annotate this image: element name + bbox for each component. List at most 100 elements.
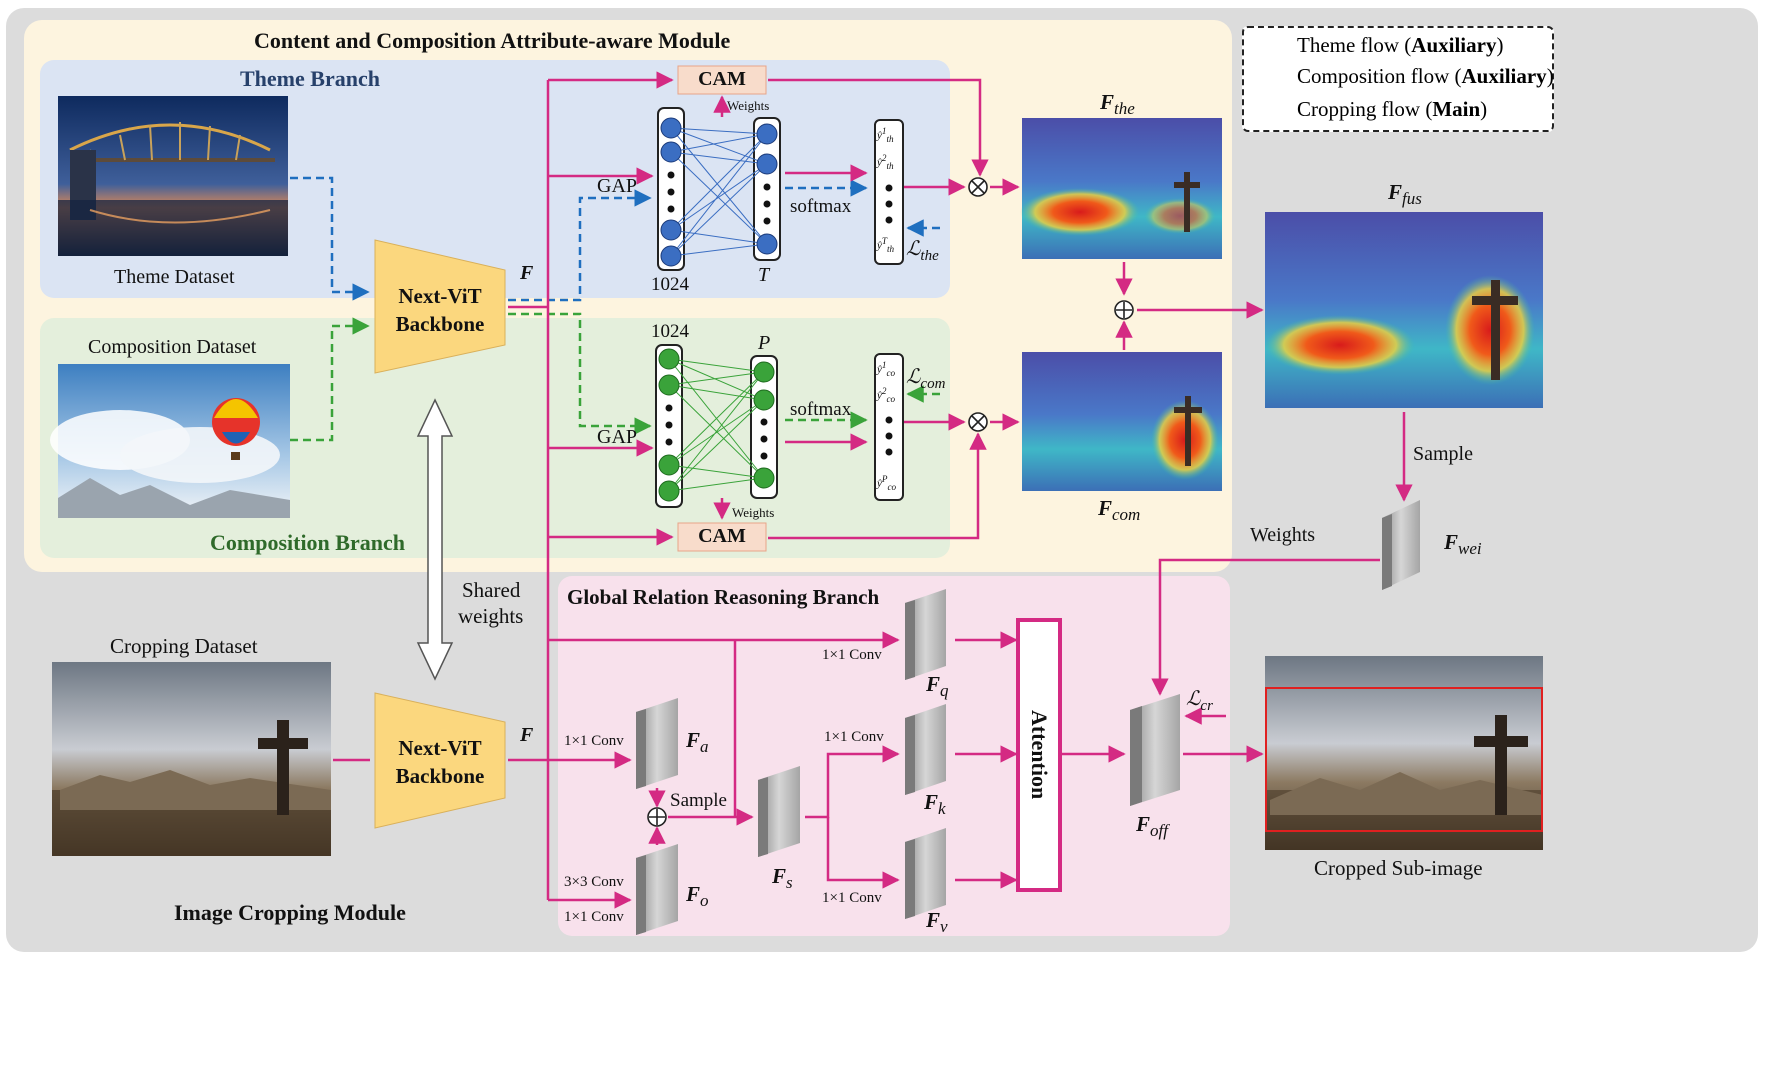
theme-dataset-image — [58, 96, 288, 256]
image-cropping-module-title: Image Cropping Module — [174, 900, 406, 925]
softmax-outputs — [874, 119, 904, 501]
loss-cropping-sub: cr — [1200, 698, 1213, 714]
feature-off-sub: off — [1150, 821, 1168, 841]
feature-wei-label: Fwei — [1444, 530, 1482, 559]
legend-composition-flow-label: Composition flow — [1297, 64, 1450, 88]
softmax-label-theme: softmax — [790, 196, 852, 217]
feature-o-label: Fo — [686, 882, 709, 911]
feature-s-sub: s — [786, 873, 793, 893]
cropped-sub-image-label: Cropped Sub-image — [1314, 856, 1483, 880]
feature-wei-sub: wei — [1458, 539, 1482, 559]
theme-dataset-label: Theme Dataset — [114, 266, 235, 288]
heatmap-theme — [1020, 118, 1222, 259]
feature-o-sub: o — [700, 891, 709, 911]
cam-box-top — [677, 65, 767, 95]
cam-label-top: CAM — [698, 68, 746, 90]
conv-label-k: 1×1 Conv — [824, 729, 884, 745]
fc-layers-theme — [657, 107, 781, 271]
output-th-t-sup: T — [881, 236, 887, 246]
output-co-1-sub: co — [886, 367, 896, 378]
output-co-2-sup: 2 — [881, 386, 887, 396]
shared-weights-arrow — [416, 398, 454, 681]
feature-k-sub: k — [938, 799, 946, 819]
content-module-title: Content and Composition Attribute-aware … — [254, 28, 731, 53]
output-co-2: ŷ2co — [877, 386, 896, 404]
feature-v-label: Fv — [926, 908, 948, 937]
loss-theme: ℒthe — [906, 238, 939, 264]
cam-box-bottom — [677, 522, 767, 552]
shared-weights-line2: weights — [458, 604, 524, 628]
feature-the-label: Fthe — [1100, 90, 1135, 119]
conv-label-a: 1×1 Conv — [564, 733, 624, 749]
output-th-1-sub: th — [886, 133, 894, 144]
cropped-sub-image — [1265, 656, 1543, 850]
gap-label-composition: GAP — [597, 426, 638, 448]
shared-weights-line1: Shared — [462, 578, 521, 602]
backbone-bottom-shape — [374, 692, 506, 829]
feature-k-label: Fk — [924, 790, 946, 819]
output-co-p-sup: P — [881, 474, 888, 484]
cropping-dataset-image — [52, 662, 331, 856]
output-th-2: ŷ2th — [877, 153, 894, 171]
loss-cropping: ℒcr — [1186, 688, 1213, 714]
dim-1024-composition: 1024 — [651, 321, 689, 342]
cam-weights-bottom: Weights — [732, 505, 775, 520]
loss-composition-sub: com — [920, 376, 946, 392]
legend-cropping-flow-label: Cropping flow — [1297, 97, 1421, 121]
dim-p-label: P — [758, 332, 771, 354]
feature-com-sub: com — [1112, 505, 1141, 525]
conv-label-q: 1×1 Conv — [822, 647, 882, 663]
legend-theme-flow: Theme flow (Auxiliary) — [1297, 33, 1504, 57]
composition-dataset-image — [50, 364, 290, 518]
output-th-2-sub: th — [886, 160, 894, 171]
backbone-top-shape — [374, 239, 506, 374]
cam-weights-top: Weights — [727, 98, 770, 113]
attention-label: Attention — [1027, 710, 1052, 800]
global-branch-title: Global Relation Reasoning Branch — [567, 585, 880, 609]
feature-q-label: Fq — [926, 672, 949, 701]
composition-branch-title: Composition Branch — [210, 530, 405, 555]
loss-theme-sub: the — [920, 248, 939, 264]
conv-label-o-3x3: 3×3 Conv — [564, 874, 624, 890]
cam-label-bottom: CAM — [698, 525, 746, 547]
sample-label-global: Sample — [670, 790, 727, 811]
attention-box — [1016, 618, 1062, 892]
feature-a-label: Fa — [686, 728, 709, 757]
softmax-label-composition: softmax — [790, 399, 852, 420]
legend-theme-flow-label: Theme flow — [1297, 33, 1400, 57]
feature-fus-sub: fus — [1402, 189, 1422, 209]
output-th-2-sup: 2 — [881, 153, 887, 163]
backbone-top-line1: Next-ViT — [398, 284, 482, 308]
backbone-top-line2: Backbone — [395, 312, 485, 336]
feature-com-label: Fcom — [1098, 496, 1141, 525]
dim-t-label: T — [758, 264, 770, 286]
dim-1024-theme: 1024 — [651, 274, 689, 295]
output-th-t: ŷTth — [877, 236, 895, 254]
legend-cropping-flow: Cropping flow (Main) — [1297, 97, 1488, 121]
theme-branch-title: Theme Branch — [240, 66, 380, 91]
weights-label: Weights — [1250, 524, 1316, 546]
feature-s-label: Fs — [772, 864, 793, 893]
legend — [1242, 26, 1554, 132]
cropping-dataset-label: Cropping Dataset — [110, 634, 258, 658]
feature-v-sub: v — [940, 917, 948, 937]
backbone-bottom-line1: Next-ViT — [398, 736, 482, 760]
output-co-p-sub: co — [887, 481, 897, 492]
gap-label-theme: GAP — [597, 175, 638, 197]
sample-label-fused: Sample — [1413, 443, 1473, 465]
conv-label-v: 1×1 Conv — [822, 890, 882, 906]
feature-the-sub: the — [1114, 99, 1135, 119]
output-th-1: ŷ1th — [877, 126, 894, 144]
heatmap-fused — [1265, 212, 1543, 408]
output-co-p: ŷPco — [877, 474, 897, 492]
output-co-2-sub: co — [886, 393, 896, 404]
conv-label-o-1x1: 1×1 Conv — [564, 909, 624, 925]
feature-f-top: F — [520, 262, 534, 284]
legend-auxiliary-2: Auxiliary — [1461, 64, 1547, 88]
feature-blocks — [636, 500, 1420, 935]
feature-f-bottom: F — [520, 724, 534, 746]
output-th-1-sup: 1 — [881, 126, 887, 136]
feature-a-sub: a — [700, 737, 709, 757]
output-th-t-sub: th — [886, 243, 895, 254]
